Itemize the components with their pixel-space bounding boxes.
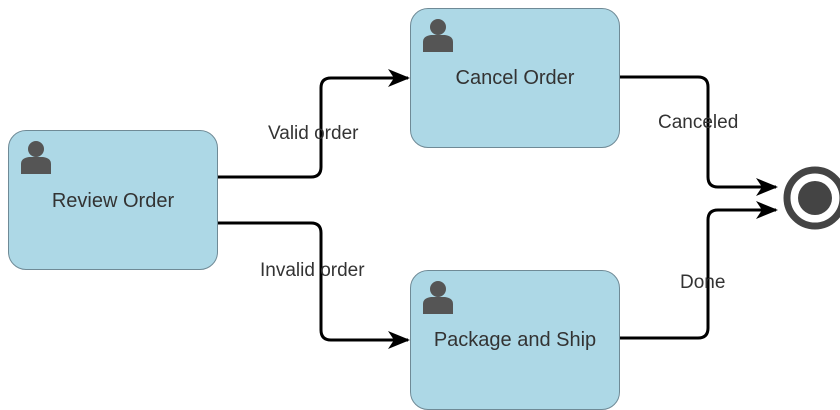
edge-label-valid-order: Valid order: [268, 123, 359, 144]
end-event-icon[interactable]: [780, 166, 840, 230]
edge-label-done: Done: [680, 272, 726, 293]
edge-label-canceled: Canceled: [658, 112, 739, 133]
task-label-cancel-order: Cancel Order: [455, 67, 575, 89]
user-icon: [423, 19, 453, 52]
task-label-package-and-ship: Package and Ship: [433, 329, 597, 351]
user-icon: [21, 141, 51, 174]
task-cancel-order[interactable]: Cancel Order: [410, 8, 620, 148]
user-icon: [423, 281, 453, 314]
task-package-and-ship[interactable]: Package and Ship: [410, 270, 620, 410]
task-label-review-order: Review Order: [51, 190, 175, 212]
task-review-order[interactable]: Review Order: [8, 130, 218, 270]
edge-label-invalid-order: Invalid order: [260, 260, 365, 281]
